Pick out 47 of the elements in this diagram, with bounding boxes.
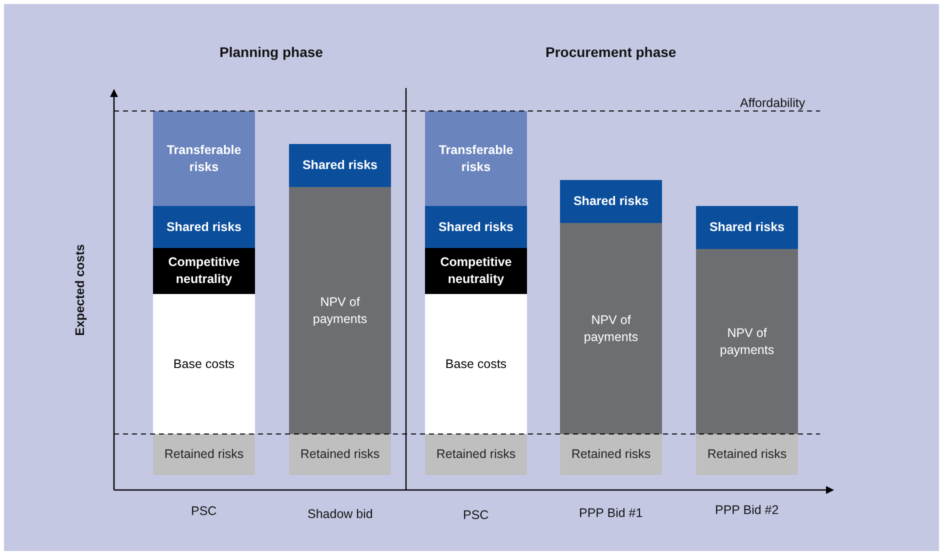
axis-title: Expected costs	[72, 244, 87, 336]
transferable-risks-segment	[153, 111, 255, 206]
threshold-label: Affordability	[740, 96, 806, 110]
segment-label: NPV of payments	[312, 294, 368, 328]
segment-label: Retained risks	[299, 446, 381, 463]
npv-segment	[696, 249, 798, 434]
retained-risks-segment	[425, 434, 527, 475]
segment-label: Shared risks	[165, 218, 243, 236]
segment-label: Shared risks	[437, 218, 515, 236]
segment-label: Retained risks	[435, 446, 517, 463]
category-label: PPP Bid #1	[579, 506, 643, 520]
shared-risks-segment	[560, 180, 662, 223]
segment-label: NPV of payments	[718, 324, 776, 358]
segment-label: Shared risks	[572, 193, 650, 210]
segment-label: Base costs	[444, 356, 508, 372]
segment-label: Transferable risks	[438, 142, 514, 176]
retained-risks-segment	[289, 434, 391, 475]
category-label: PSC	[463, 508, 489, 522]
base-costs-segment	[153, 294, 255, 434]
category-label: PPP Bid #2	[715, 503, 779, 517]
segment-label: Shared risks	[708, 219, 786, 236]
shared-risks-segment	[289, 144, 391, 187]
category-label: Shadow bid	[308, 507, 373, 521]
segment-label: Shared risks	[301, 157, 379, 174]
shared-risks-segment	[425, 206, 527, 248]
retained-risks-segment	[696, 434, 798, 475]
shared-risks-segment	[696, 206, 798, 249]
transferable-risks-segment	[425, 111, 527, 206]
shared-risks-segment	[153, 206, 255, 248]
base-costs-segment	[425, 294, 527, 434]
segment-label: Retained risks	[706, 446, 788, 463]
retained-risks-segment	[560, 434, 662, 475]
segment-label: Competitive neutrality	[439, 254, 513, 288]
competitive-neutrality-segment	[425, 248, 527, 294]
segment-label: NPV of payments	[582, 312, 640, 346]
phase-heading: Planning phase	[220, 44, 323, 60]
segment-label: Retained risks	[163, 446, 245, 463]
retained-risks-segment	[153, 434, 255, 475]
segment-label: Competitive neutrality	[167, 254, 241, 288]
segment-label: Retained risks	[570, 446, 652, 463]
npv-segment	[560, 223, 662, 434]
segment-label: Transferable risks	[166, 142, 242, 176]
competitive-neutrality-segment	[153, 248, 255, 294]
segment-label: Base costs	[172, 356, 236, 372]
category-label: PSC	[191, 504, 217, 518]
npv-segment	[289, 187, 391, 434]
phase-heading: Procurement phase	[546, 44, 676, 60]
